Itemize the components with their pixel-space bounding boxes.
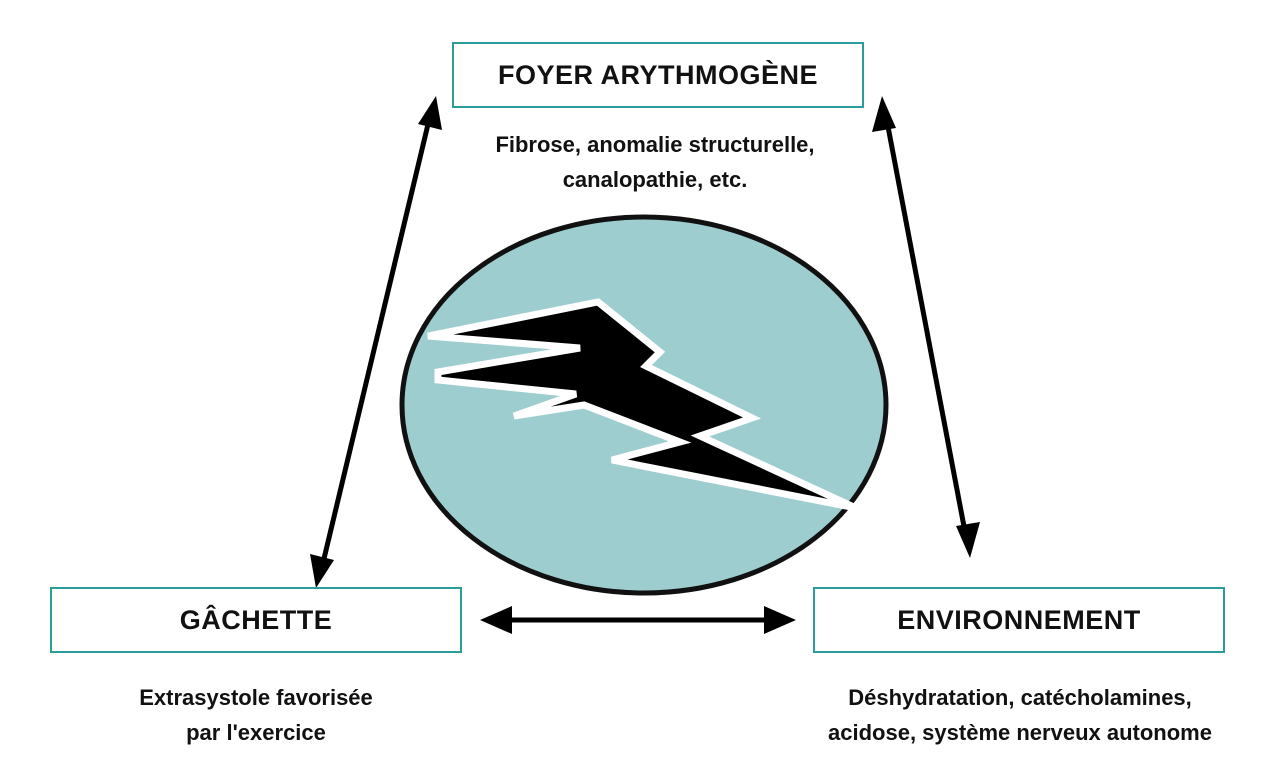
lightning-bolt-icon <box>427 298 858 512</box>
gachette-box: GÂCHETTE <box>50 587 462 653</box>
environnement-description: Déshydratation, catécholamines, acidose,… <box>770 680 1270 750</box>
gachette-description: Extrasystole favorisée par l'exercice <box>56 680 456 750</box>
foyer-arythmogene-title: FOYER ARYTHMOGÈNE <box>497 59 818 90</box>
foyer-arythmogene-description: Fibrose, anomalie structurelle, canalopa… <box>430 127 880 197</box>
foyer-description-line-1: Fibrose, anomalie structurelle, <box>495 132 815 157</box>
environnement-box: ENVIRONNEMENT <box>813 587 1225 653</box>
gachette-title: GÂCHETTE <box>179 604 333 635</box>
foyer-arythmogene-box: FOYER ARYTHMOGÈNE <box>452 42 864 108</box>
environnement-description-line-1: Déshydratation, catécholamines, <box>848 685 1192 710</box>
environnement-title: ENVIRONNEMENT <box>897 604 1141 635</box>
gachette-description-line-2: par l'exercice <box>186 720 326 745</box>
gachette-description-line-1: Extrasystole favorisée <box>139 685 373 710</box>
arrow-foyer-environnement <box>872 96 980 558</box>
environnement-description-line-2: acidose, système nerveux autonome <box>828 720 1212 745</box>
arrow-gachette-environnement <box>480 606 796 634</box>
foyer-description-line-2: canalopathie, etc. <box>562 167 748 192</box>
arrow-gachette-foyer <box>310 96 442 588</box>
